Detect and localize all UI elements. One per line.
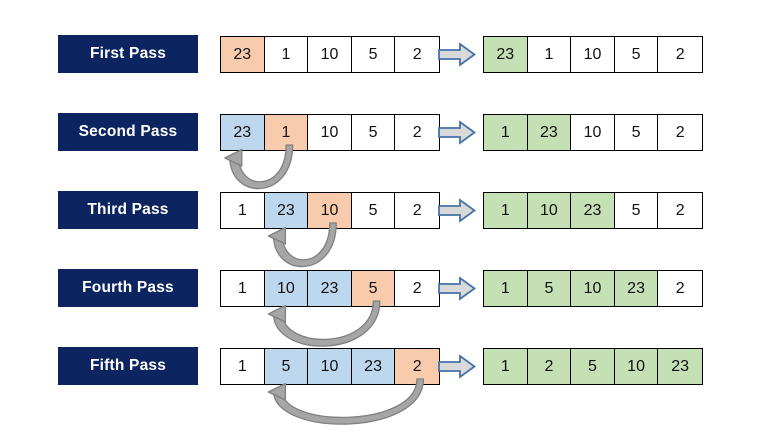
array-cell: 23 — [221, 115, 265, 150]
array-cell: 2 — [658, 37, 702, 72]
array-cell: 2 — [658, 193, 702, 228]
array-cell: 23 — [221, 37, 265, 72]
array-cell: 23 — [351, 349, 396, 384]
array-cell: 23 — [571, 193, 615, 228]
array-cell: 2 — [395, 271, 439, 306]
array-cell: 5 — [351, 193, 396, 228]
array-cell: 5 — [351, 271, 396, 306]
right-block-arrow-icon — [438, 120, 477, 145]
array-cell: 10 — [571, 271, 615, 306]
right-block-arrow-icon — [438, 198, 477, 223]
right-block-arrow-icon — [438, 42, 477, 67]
array-cell: 2 — [395, 349, 439, 384]
pass-label: First Pass — [58, 35, 198, 73]
array-cell: 10 — [308, 349, 352, 384]
right-block-arrow-icon — [438, 354, 477, 379]
array-cell: 1 — [527, 37, 572, 72]
array-cell: 10 — [308, 115, 352, 150]
pass-label: Third Pass — [58, 191, 198, 229]
array-cell: 2 — [527, 349, 572, 384]
array-cell: 1 — [264, 37, 309, 72]
array-cell: 2 — [395, 37, 439, 72]
array-cell: 1 — [221, 271, 265, 306]
array-cell: 23 — [527, 115, 572, 150]
array-cell: 5 — [527, 271, 572, 306]
array-cell: 2 — [658, 115, 702, 150]
array-cell: 2 — [395, 115, 439, 150]
array-cell: 1 — [221, 193, 265, 228]
array-cell: 23 — [264, 193, 309, 228]
array-cell: 10 — [308, 193, 352, 228]
pass-label: Fourth Pass — [58, 269, 198, 307]
array-cell: 10 — [308, 37, 352, 72]
right-block-arrow-icon — [438, 276, 477, 301]
array-cell: 5 — [571, 349, 615, 384]
array-cell: 1 — [264, 115, 309, 150]
array-cell: 5 — [351, 37, 396, 72]
array-cell: 1 — [484, 271, 528, 306]
array-cell: 23 — [484, 37, 528, 72]
array-cell: 10 — [571, 37, 615, 72]
array-cell: 5 — [264, 349, 309, 384]
array-cell: 2 — [658, 271, 702, 306]
array-cell: 1 — [484, 349, 528, 384]
array-cell: 2 — [395, 193, 439, 228]
array-cell: 10 — [614, 349, 659, 384]
array-cell: 1 — [484, 193, 528, 228]
array-cell: 10 — [264, 271, 309, 306]
array-cell: 23 — [614, 271, 659, 306]
pass-label: Fifth Pass — [58, 347, 198, 385]
pass-label: Second Pass — [58, 113, 198, 151]
array-cell: 1 — [221, 349, 265, 384]
array-cell: 10 — [571, 115, 615, 150]
array-cell: 5 — [614, 115, 659, 150]
array-cell: 1 — [484, 115, 528, 150]
array-cell: 10 — [527, 193, 572, 228]
array-cell: 5 — [351, 115, 396, 150]
array-cell: 5 — [614, 37, 659, 72]
array-cell: 23 — [308, 271, 352, 306]
curved-swap-arrow-icon — [200, 377, 480, 439]
array-cell: 5 — [614, 193, 659, 228]
array-cell: 23 — [658, 349, 702, 384]
